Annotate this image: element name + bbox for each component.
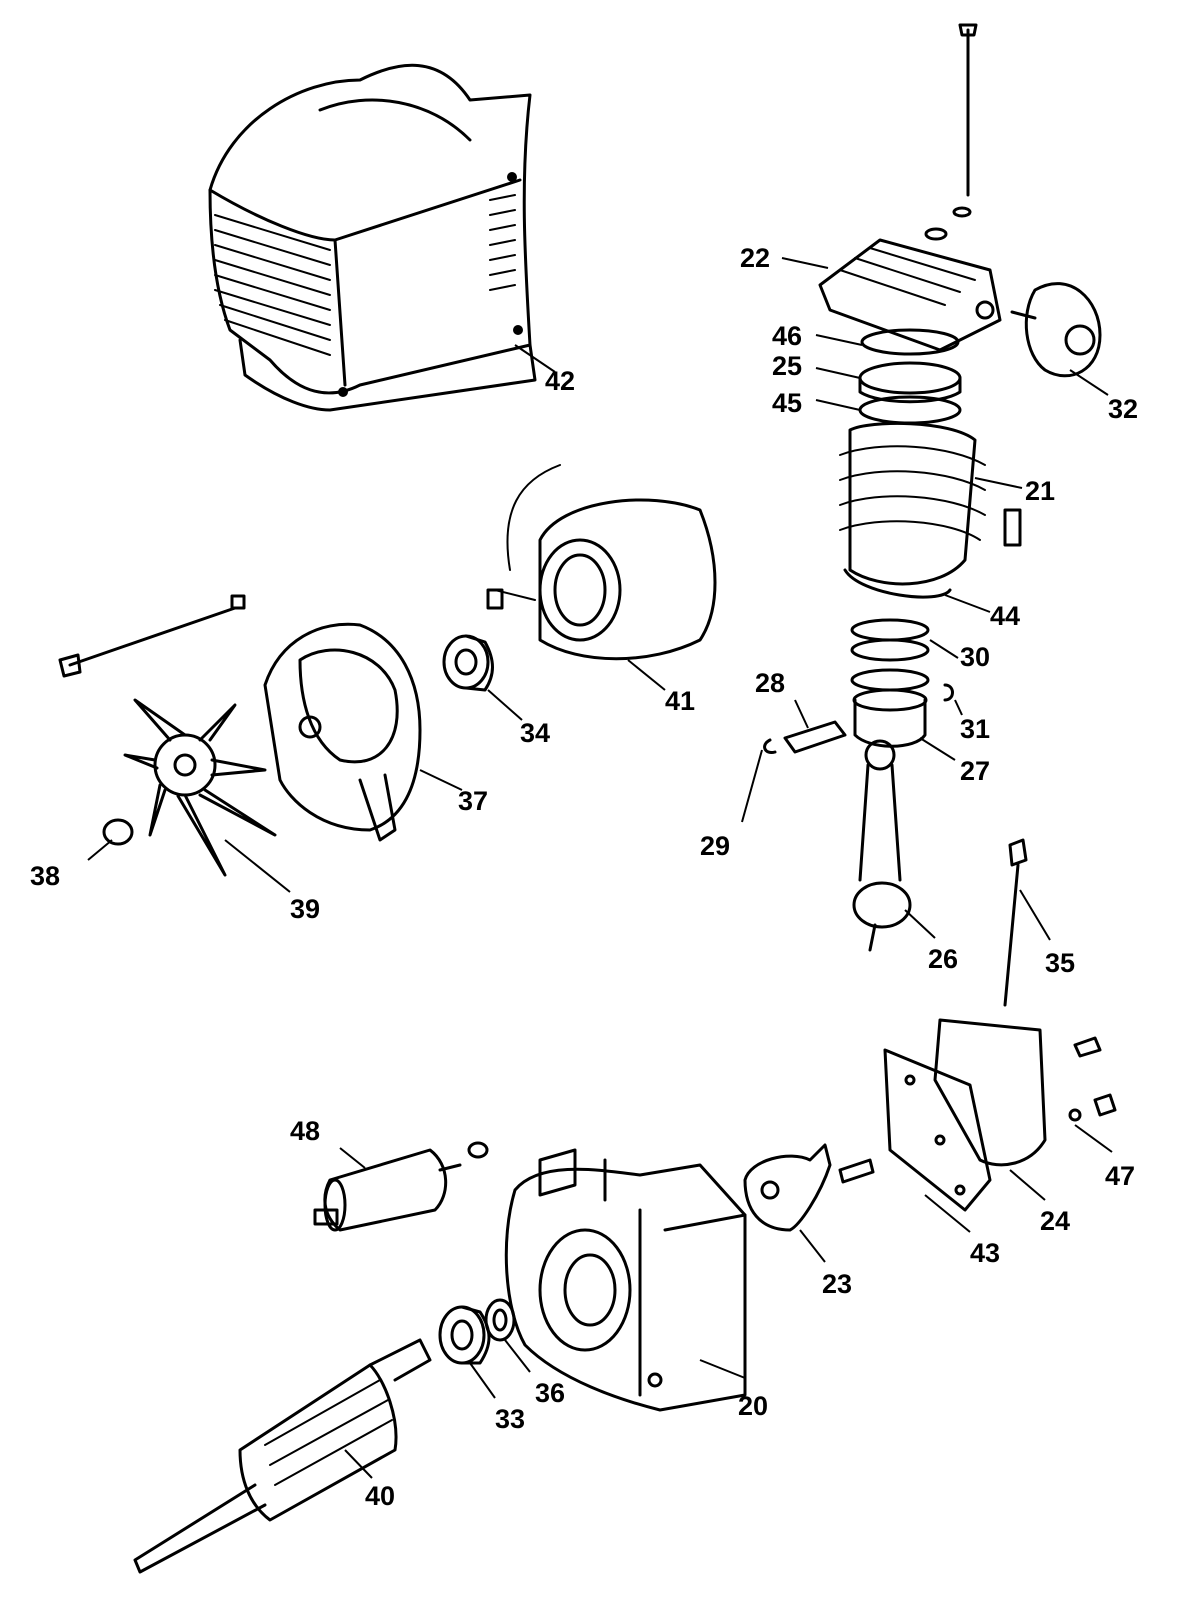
part-35-dipstick bbox=[1003, 838, 1051, 1007]
part-23-crank bbox=[743, 1143, 875, 1263]
part-24-43-47-crankcase-cover bbox=[883, 1018, 1117, 1233]
part-34-bearing bbox=[442, 634, 523, 721]
label-43: 43 bbox=[970, 1238, 1000, 1268]
part-20-crankcase bbox=[504, 1148, 747, 1412]
label-46: 46 bbox=[772, 321, 802, 351]
label-27: 27 bbox=[960, 756, 990, 786]
part-21-cylinder bbox=[839, 421, 1023, 613]
label-38: 38 bbox=[30, 861, 60, 891]
label-42: 42 bbox=[545, 366, 575, 396]
label-23: 23 bbox=[822, 1269, 852, 1299]
part-32-air-filter bbox=[1010, 282, 1109, 396]
label-28: 28 bbox=[755, 668, 785, 698]
label-30: 30 bbox=[960, 642, 990, 672]
part-46-25-45-valve-plate bbox=[815, 328, 962, 425]
part-37-end-bracket bbox=[58, 594, 463, 842]
label-21: 21 bbox=[1025, 476, 1055, 506]
part-30-31-27-piston bbox=[850, 618, 963, 761]
label-33: 33 bbox=[495, 1404, 525, 1434]
part-42-shroud bbox=[208, 63, 556, 412]
label-20: 20 bbox=[738, 1391, 768, 1421]
label-36: 36 bbox=[535, 1378, 565, 1408]
label-40: 40 bbox=[365, 1481, 395, 1511]
label-47: 47 bbox=[1105, 1161, 1135, 1191]
label-29: 29 bbox=[700, 831, 730, 861]
label-37: 37 bbox=[458, 786, 488, 816]
part-22-cylinder-head bbox=[781, 23, 1002, 352]
label-24: 24 bbox=[1040, 1206, 1070, 1236]
label-48: 48 bbox=[290, 1116, 320, 1146]
part-26-connecting-rod bbox=[852, 739, 936, 952]
part-33-36-bearing-seal bbox=[438, 1298, 531, 1399]
label-34: 34 bbox=[520, 718, 550, 748]
part-28-29-wrist-pin bbox=[741, 699, 847, 823]
label-35: 35 bbox=[1045, 948, 1075, 978]
label-26: 26 bbox=[928, 944, 958, 974]
label-39: 39 bbox=[290, 894, 320, 924]
label-25: 25 bbox=[772, 351, 802, 381]
label-45: 45 bbox=[772, 388, 802, 418]
part-39-38-fan bbox=[87, 698, 291, 893]
label-32: 32 bbox=[1108, 394, 1138, 424]
part-48-capacitor bbox=[313, 1141, 489, 1232]
label-44: 44 bbox=[990, 601, 1020, 631]
label-31: 31 bbox=[960, 714, 990, 744]
label-41: 41 bbox=[665, 686, 695, 716]
part-41-stator bbox=[486, 464, 717, 691]
label-22: 22 bbox=[740, 243, 770, 273]
part-40-rotor bbox=[133, 1338, 432, 1574]
